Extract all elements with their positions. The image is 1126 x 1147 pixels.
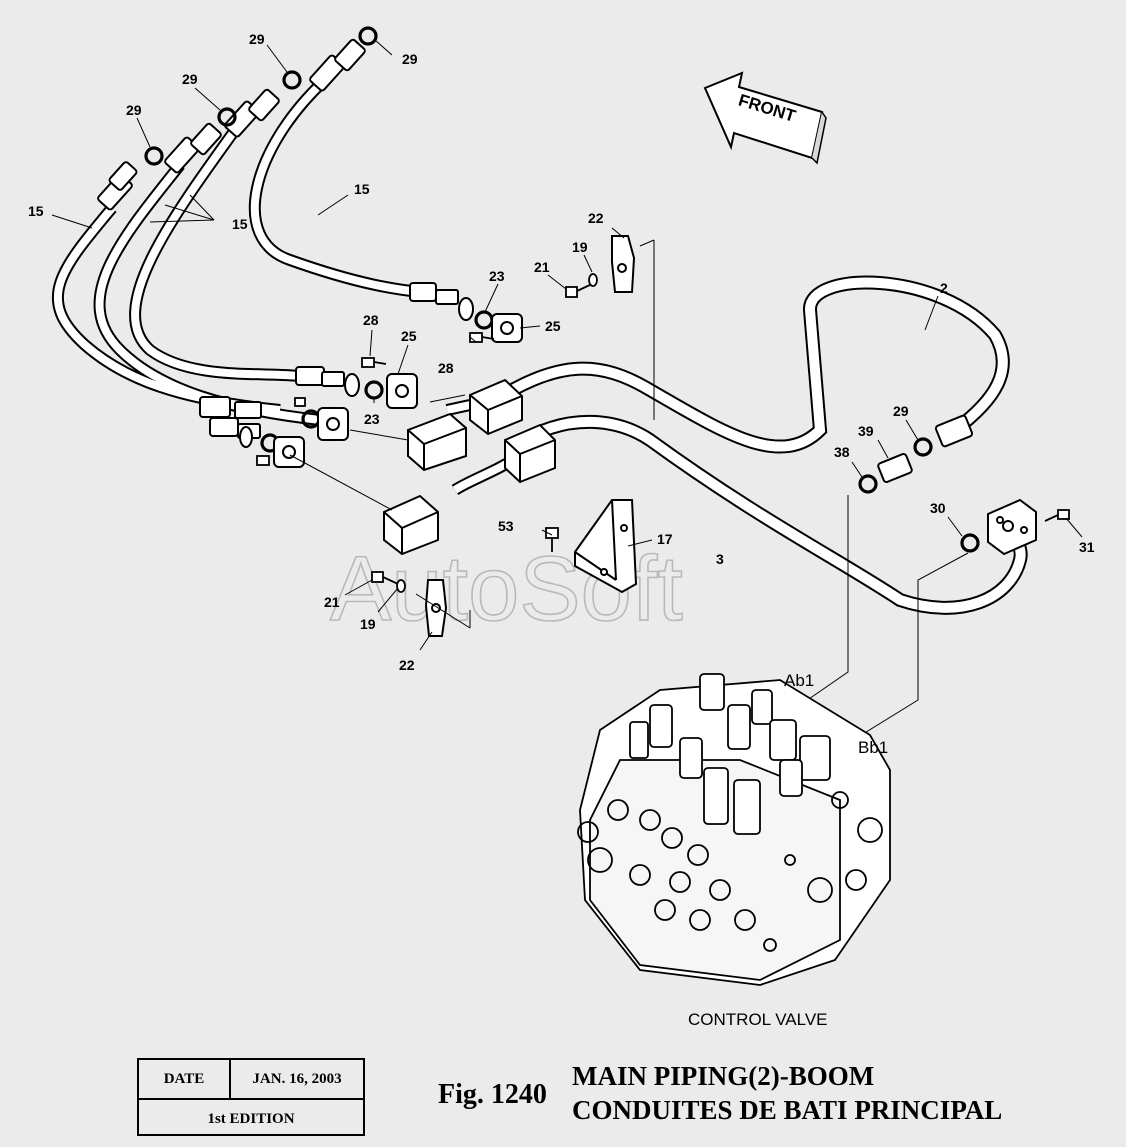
washers [396, 273, 598, 593]
callout-29-e: 29 [893, 403, 909, 419]
callout-38: 38 [834, 444, 850, 460]
front-arrow: FRONT [703, 71, 827, 165]
callout-25-right: 25 [545, 318, 561, 334]
callout-29-c: 29 [249, 31, 265, 47]
callout-30: 30 [930, 500, 946, 516]
callout-31: 31 [1079, 539, 1095, 555]
edition-row: 1st EDITION [139, 1098, 363, 1138]
callout-19-bottom: 19 [360, 616, 376, 632]
figure-title-french: CONDUITES DE BATI PRINCIPAL [572, 1095, 1003, 1125]
port-label-bb1: Bb1 [858, 738, 888, 757]
date-label: DATE [139, 1060, 231, 1098]
callout-15-left: 15 [28, 203, 44, 219]
hose-end-fittings [97, 38, 366, 211]
hose-lower-fittings [199, 282, 474, 448]
figure-title-english: MAIN PIPING(2)-BOOM [572, 1061, 875, 1091]
edition-label: 1st EDITION [207, 1110, 295, 1127]
callout-22-top: 22 [588, 210, 604, 226]
figure-number: Fig. 1240 [438, 1079, 547, 1110]
callout-23-bottom: 23 [364, 411, 380, 427]
control-valve [577, 673, 891, 986]
callout-21-top: 21 [534, 259, 550, 275]
callout-15-right: 15 [354, 181, 370, 197]
callout-39: 39 [858, 423, 874, 439]
title-block: DATE JAN. 16, 2003 1st EDITION [137, 1058, 365, 1136]
pipe-clamps [424, 235, 636, 637]
callout-29-b: 29 [182, 71, 198, 87]
control-valve-label: CONTROL VALVE [688, 1010, 828, 1029]
callout-2: 2 [940, 280, 948, 296]
steel-pipes [445, 275, 1028, 615]
date-row: DATE JAN. 16, 2003 [139, 1060, 363, 1098]
callout-numbers: 15 15 15 29 29 29 29 29 22 22 19 19 21 2… [28, 31, 1095, 673]
callout-53: 53 [498, 518, 514, 534]
date-value: JAN. 16, 2003 [252, 1070, 342, 1087]
callout-23-top: 23 [489, 268, 505, 284]
callout-21-bottom: 21 [324, 594, 340, 610]
callout-15-middle: 15 [232, 216, 248, 232]
callout-28-top: 28 [363, 312, 379, 328]
callout-3: 3 [716, 551, 724, 567]
callout-28-bottom: 28 [438, 360, 454, 376]
callout-19-top: 19 [572, 239, 588, 255]
figure-title: MAIN PIPING(2)-BOOM CONDUITES DE BATI PR… [572, 1059, 1002, 1127]
callout-29-d: 29 [402, 51, 418, 67]
callout-25-left: 25 [401, 328, 417, 344]
pipe-blocks [383, 378, 556, 556]
callout-29-a: 29 [126, 102, 142, 118]
callout-22-bottom: 22 [399, 657, 415, 673]
port-label-ab1: Ab1 [784, 671, 814, 690]
split-flanges [273, 313, 523, 468]
adapters-and-flange [877, 414, 1037, 556]
callout-17: 17 [657, 531, 673, 547]
bracket-17 [574, 499, 638, 594]
